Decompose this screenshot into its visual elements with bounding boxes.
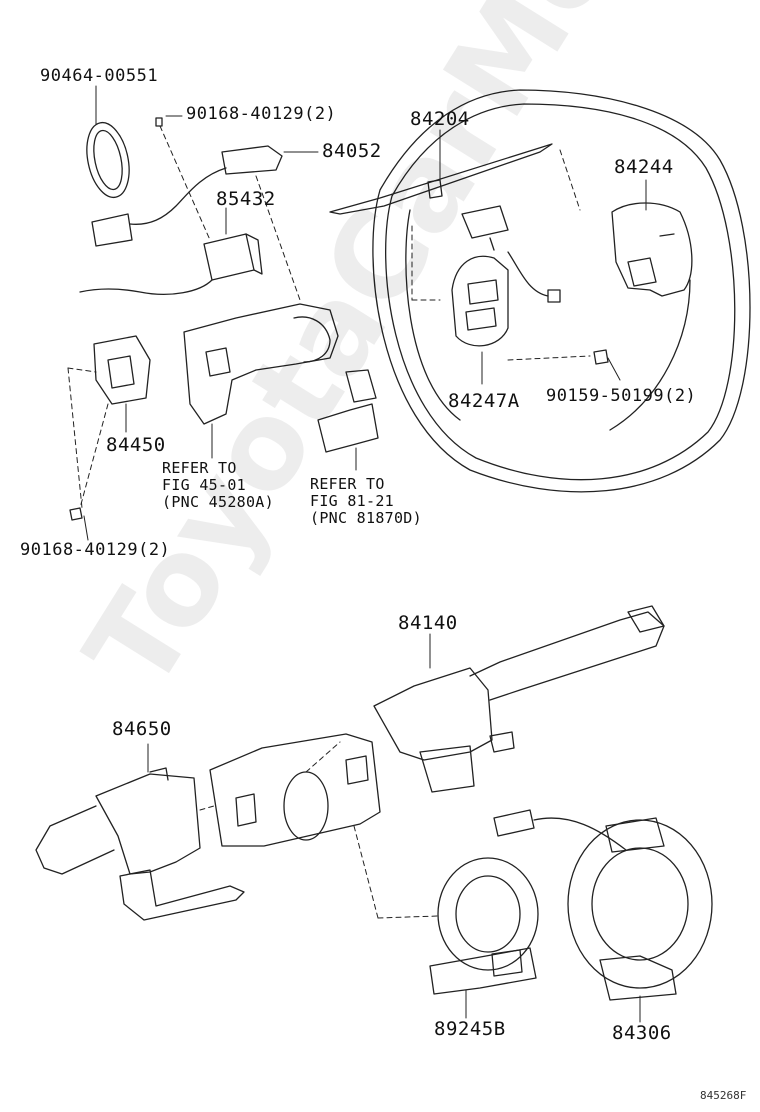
wiper-switch-84140 xyxy=(373,605,665,793)
sensor-84450 xyxy=(93,335,151,405)
label-90159-50199: 90159-50199(2) xyxy=(546,386,697,406)
label-84650: 84650 xyxy=(112,718,172,740)
cable-84052 xyxy=(91,117,283,247)
ref2-line3: (PNC 81870D) xyxy=(310,509,422,527)
label-84247a: 84247A xyxy=(448,390,520,412)
label-89245b: 89245B xyxy=(434,1018,506,1040)
clamp-ring-90464 xyxy=(86,121,130,199)
part-81870d xyxy=(317,369,379,453)
turn-signal-switch-84650 xyxy=(35,767,245,921)
label-84244: 84244 xyxy=(614,156,674,178)
trim-strip-84204 xyxy=(329,143,553,215)
bolt-90159 xyxy=(593,349,609,365)
switch-assembly-84247a xyxy=(451,205,561,347)
label-84052: 84052 xyxy=(322,140,382,162)
label-85432: 85432 xyxy=(216,188,276,210)
guide-lines-lower xyxy=(199,741,439,919)
ref1-line3: (PNC 45280A) xyxy=(162,493,274,511)
label-90168-40129-upper: 90168-40129(2) xyxy=(186,104,337,124)
column-housing xyxy=(209,733,381,847)
guide-lines-upper xyxy=(67,125,591,509)
label-84140: 84140 xyxy=(398,612,458,634)
steering-wheel-drawing xyxy=(372,89,751,493)
switch-housing-84244 xyxy=(611,202,693,297)
label-84450: 84450 xyxy=(106,434,166,456)
figure-code: 845268F xyxy=(700,1089,747,1102)
ref1-line2: FIG 45-01 xyxy=(162,476,246,494)
ref2-line2: FIG 81-21 xyxy=(310,492,394,510)
label-84306: 84306 xyxy=(612,1022,672,1044)
refer-to-fig-45-01: REFER TO FIG 45-01 (PNC 45280A) xyxy=(162,460,274,511)
label-90168-40129-lower: 90168-40129(2) xyxy=(20,540,171,560)
relay-85432 xyxy=(79,233,263,295)
leader-lines xyxy=(83,85,647,1023)
spiral-cable-89245b xyxy=(429,857,539,995)
refer-to-fig-81-21: REFER TO FIG 81-21 (PNC 81870D) xyxy=(310,476,422,527)
label-90464-00551: 90464-00551 xyxy=(40,66,159,86)
label-84204: 84204 xyxy=(410,108,470,130)
screw-90168-lower xyxy=(69,507,83,521)
switch-body-45280a xyxy=(183,303,339,425)
ref2-line1: REFER TO xyxy=(310,475,385,493)
clock-spring-84306 xyxy=(493,809,713,1001)
ref1-line1: REFER TO xyxy=(162,459,237,477)
